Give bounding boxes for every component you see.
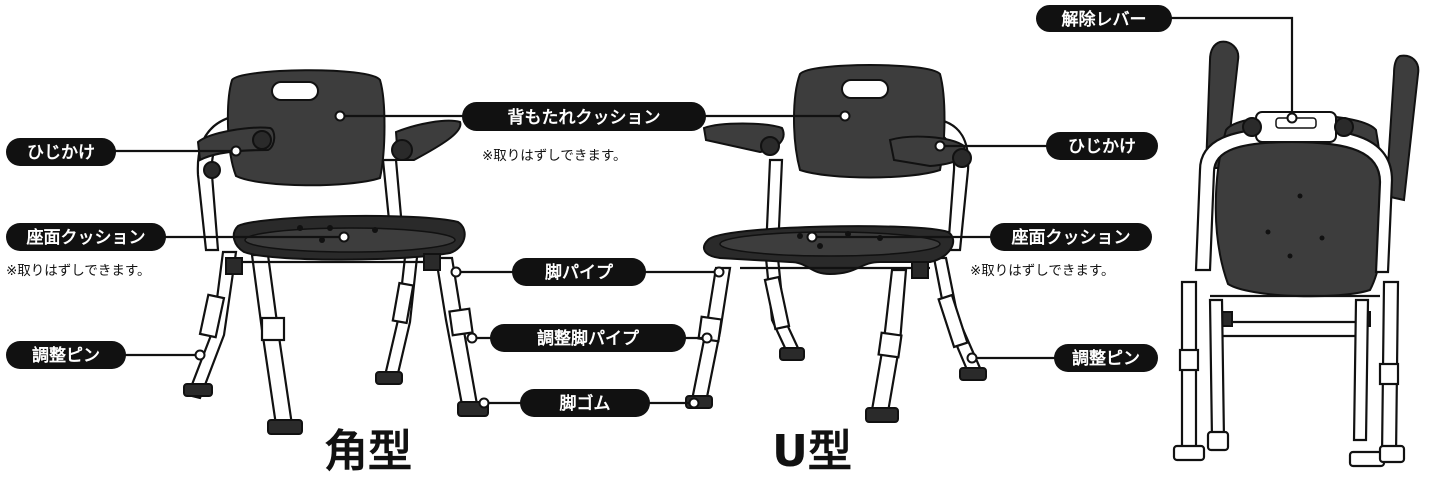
note-seat-removable-left: ※取りはずしできます。: [6, 263, 151, 279]
label-backrest-cushion: 背もたれクッション: [462, 102, 706, 131]
label-seat-cushion-left: 座面クッション: [6, 223, 166, 251]
svg-text:脚ゴム: 脚ゴム: [560, 393, 611, 414]
svg-text:調整脚パイプ: 調整脚パイプ: [537, 328, 640, 349]
label-seat-cushion-right: 座面クッション: [990, 223, 1152, 251]
svg-text:ひじかけ: ひじかけ: [1068, 137, 1136, 157]
svg-text:解除レバー: 解除レバー: [1062, 9, 1147, 30]
label-armrest-right: ひじかけ: [1046, 132, 1158, 160]
square-chair-illustration: [183, 69, 489, 435]
svg-text:ひじかけ: ひじかけ: [27, 143, 95, 163]
u-chair-illustration: [685, 64, 987, 423]
svg-text:調整ピン: 調整ピン: [1072, 348, 1140, 369]
label-adjust-leg-pipe: 調整脚パイプ: [490, 324, 686, 352]
label-adjust-pin-left: 調整ピン: [6, 341, 126, 369]
label-leg-rubber: 脚ゴム: [520, 389, 650, 417]
label-armrest-left: ひじかけ: [6, 138, 116, 166]
model-title-square: 角型: [324, 426, 412, 477]
svg-text:座面クッション: 座面クッション: [27, 227, 146, 248]
note-seat-removable-right: ※取りはずしできます。: [970, 263, 1115, 279]
svg-text:背もたれクッション: 背もたれクッション: [508, 107, 661, 128]
note-backrest-removable: ※取りはずしできます。: [482, 148, 627, 164]
label-adjust-pin-right: 調整ピン: [1054, 344, 1158, 372]
folded-chair-rear-illustration: [1172, 40, 1420, 468]
svg-text:座面クッション: 座面クッション: [1012, 227, 1131, 248]
label-leg-pipe: 脚パイプ: [512, 258, 646, 286]
leader-lines: [110, 16, 1298, 409]
label-release-lever: 解除レバー: [1036, 5, 1172, 32]
svg-text:脚パイプ: 脚パイプ: [545, 262, 614, 283]
svg-text:調整ピン: 調整ピン: [32, 345, 100, 366]
model-title-u-shape: U型: [772, 426, 852, 477]
